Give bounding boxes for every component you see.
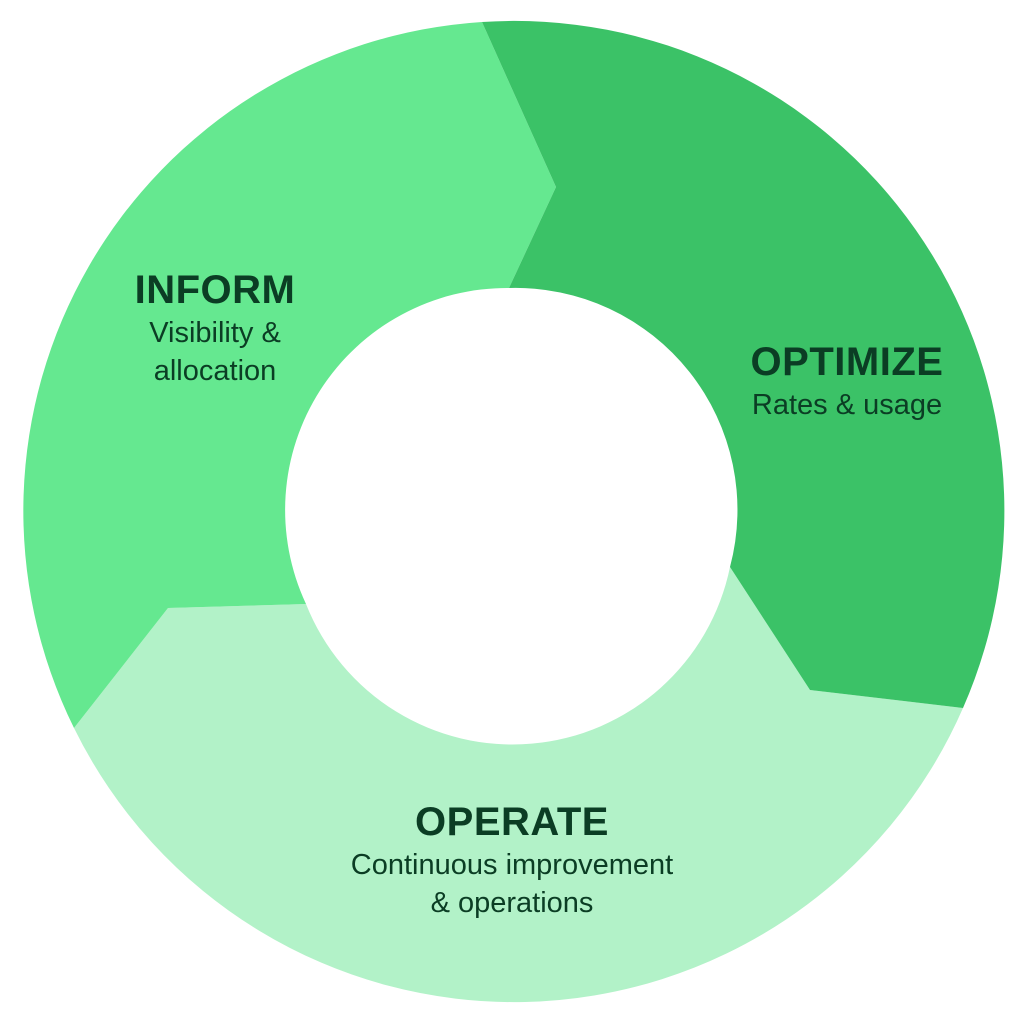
inform-label: INFORM Visibility & allocation (115, 266, 315, 390)
optimize-segment (482, 20, 1005, 709)
operate-description-line-1: Continuous improvement (350, 849, 674, 881)
operate-title: OPERATE (415, 800, 609, 844)
inform-segment (23, 22, 556, 728)
operate-description-line-2: & operations (430, 887, 594, 919)
operate-label: OPERATE Continuous improvement & operati… (292, 798, 732, 922)
inform-description-line-1: Visibility & (149, 317, 281, 349)
operate-segment (74, 567, 963, 1003)
optimize-label: OPTIMIZE Rates & usage (712, 338, 982, 424)
optimize-description-line-1: Rates & usage (751, 389, 943, 421)
optimize-title: OPTIMIZE (750, 340, 944, 384)
inform-description-line-2: allocation (153, 355, 277, 387)
inform-title: INFORM (134, 268, 296, 312)
center-hole (290, 289, 734, 733)
